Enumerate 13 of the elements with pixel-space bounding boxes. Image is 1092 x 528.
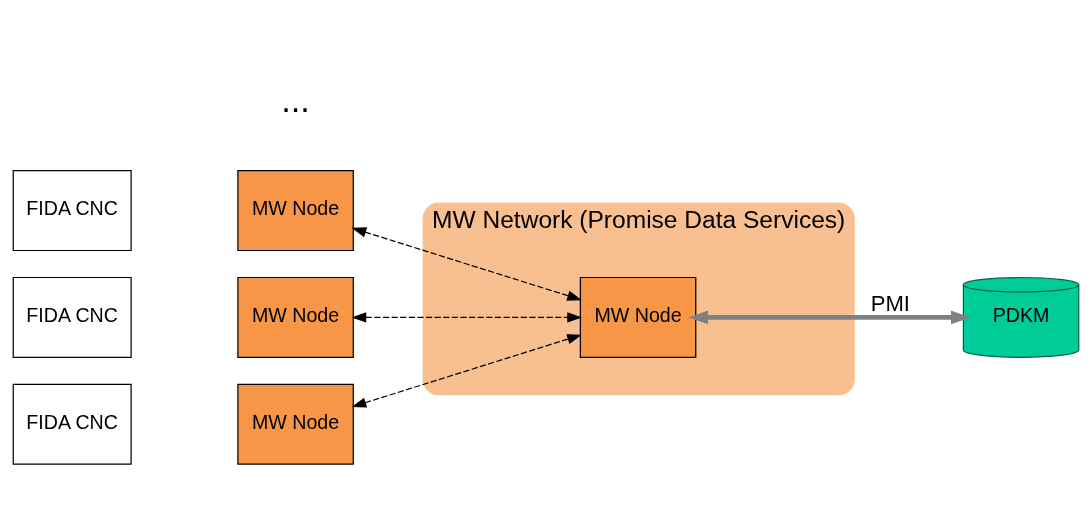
edge-label: PMI [870, 290, 910, 316]
node-box: FIDA CNC [12, 276, 132, 358]
arrow [351, 227, 582, 301]
node-box: FIDA CNC [12, 170, 132, 252]
node-box: MW Node [579, 276, 697, 358]
arrow [351, 334, 582, 408]
label: ... [281, 81, 310, 120]
node-box: MW Node [237, 276, 354, 358]
node-box: MW Node [237, 383, 354, 465]
node-box: FIDA CNC [12, 383, 132, 465]
arrow [351, 312, 583, 323]
node-box: MW Node [237, 170, 354, 252]
arrow [688, 310, 971, 325]
